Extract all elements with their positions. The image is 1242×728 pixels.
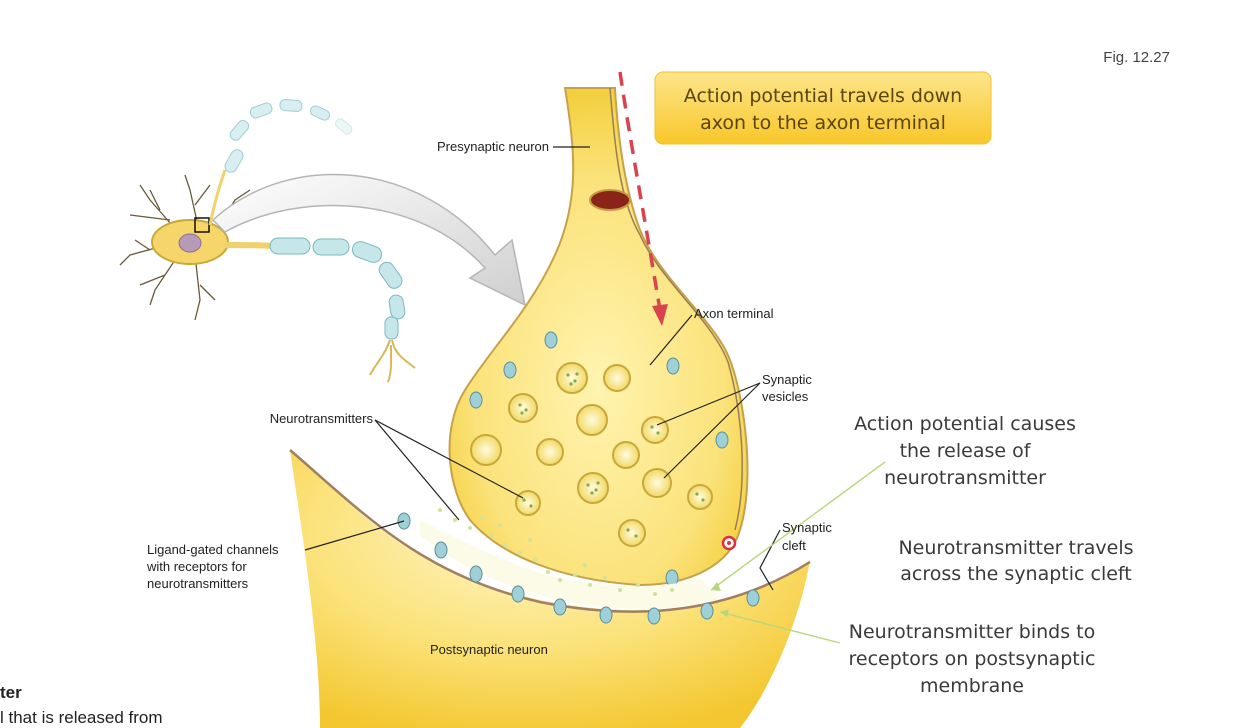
- synaptic-vesicles: [470, 362, 713, 547]
- axon-terminal-body: [448, 87, 749, 587]
- synaptic-vesicles-label-1: Synaptic: [762, 372, 812, 387]
- terminal-membrane-proteins: [469, 331, 729, 587]
- release-annotation-2: the release of: [900, 440, 1032, 462]
- leader-lines: [304, 146, 781, 591]
- travel-annotation-1: Neurotransmitter travels: [898, 537, 1133, 559]
- synaptic-cleft-label-1: Synaptic: [782, 520, 832, 535]
- axon-terminal-label: Axon terminal: [694, 306, 774, 321]
- release-annotation-1: Action potential causes: [854, 413, 1076, 435]
- partial-text-line: l that is released from: [0, 708, 163, 727]
- synaptic-vesicles-label-2: vesicles: [762, 389, 809, 404]
- released-neurotransmitters: [438, 508, 674, 596]
- ligand-label-2: with receptors for: [146, 559, 247, 574]
- callout-box: [654, 71, 992, 145]
- pointer-lines: [710, 461, 886, 644]
- postsynaptic-receptors: [397, 512, 760, 625]
- callout-line-2: axon to the axon terminal: [700, 112, 946, 134]
- zoom-arrow: [211, 173, 527, 307]
- postsynaptic-neuron-body: [290, 450, 810, 728]
- neuron-illustration: [119, 98, 416, 383]
- bind-annotation-2: receptors on postsynaptic: [849, 648, 1096, 670]
- axon-opening: [589, 189, 631, 211]
- release-annotation-3: neurotransmitter: [884, 467, 1046, 489]
- travel-annotation-2: across the synaptic cleft: [900, 563, 1132, 585]
- bind-annotation-1: Neurotransmitter binds to: [849, 621, 1096, 643]
- axon-membrane-line: [609, 87, 743, 531]
- presynaptic-neuron-label: Presynaptic neuron: [437, 139, 549, 154]
- vesicle-contents: [518, 372, 705, 538]
- postsynaptic-neuron-label: Postsynaptic neuron: [430, 642, 548, 657]
- bind-annotation-3: membrane: [920, 675, 1024, 697]
- synaptic-cleft-label-2: cleft: [782, 538, 806, 553]
- callout-line-1: Action potential travels down: [684, 85, 962, 107]
- neurotransmitters-label: Neurotransmitters: [270, 411, 374, 426]
- synaptic-cleft: [420, 520, 720, 609]
- partial-heading: ter: [0, 683, 22, 702]
- ligand-label-3: neurotransmitters: [147, 576, 249, 591]
- ligand-label-1: Ligand-gated channels: [147, 542, 279, 557]
- figure-label: Fig. 12.27: [1103, 49, 1170, 66]
- postsynaptic-membrane: [289, 449, 811, 613]
- action-potential-arrow: [618, 71, 668, 326]
